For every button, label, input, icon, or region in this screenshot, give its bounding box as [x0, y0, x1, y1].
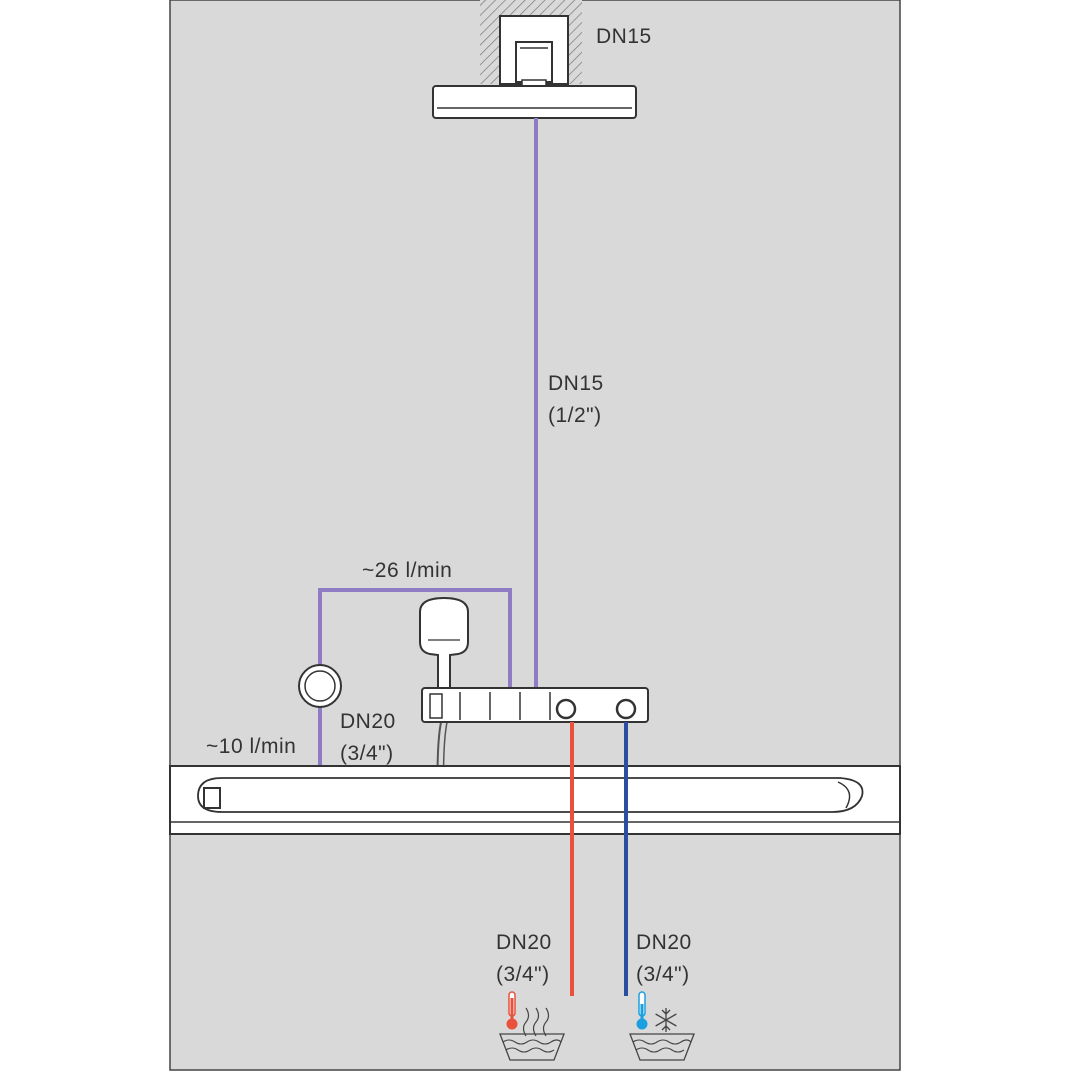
mixer-outlet-size-inch-label: (3/4")	[340, 742, 394, 765]
cold-water-icon	[629, 991, 695, 1061]
hot-water-icon	[499, 991, 565, 1061]
hot-supply-size-inch-label: (3/4")	[496, 963, 550, 986]
lower-flow-label: ~10 l/min	[206, 735, 296, 758]
cold-supply-size-label: DN20	[636, 931, 692, 954]
riser-size-label: DN15	[548, 372, 604, 395]
mixer-outlet-size-label: DN20	[340, 710, 396, 733]
cold-supply-size-inch-label: (3/4")	[636, 963, 690, 986]
hot-supply-size-label: DN20	[496, 931, 552, 954]
head-connection-label: DN15	[596, 25, 652, 48]
thermostat-mixer-icon	[421, 687, 649, 723]
riser-size-inch-label: (1/2")	[548, 404, 602, 427]
overhead-shower-icon	[432, 85, 637, 119]
ceiling-mount	[480, 0, 582, 91]
diverter-valve-icon	[298, 664, 342, 708]
upper-flow-label: ~26 l/min	[362, 559, 452, 582]
bathtub	[169, 765, 901, 835]
